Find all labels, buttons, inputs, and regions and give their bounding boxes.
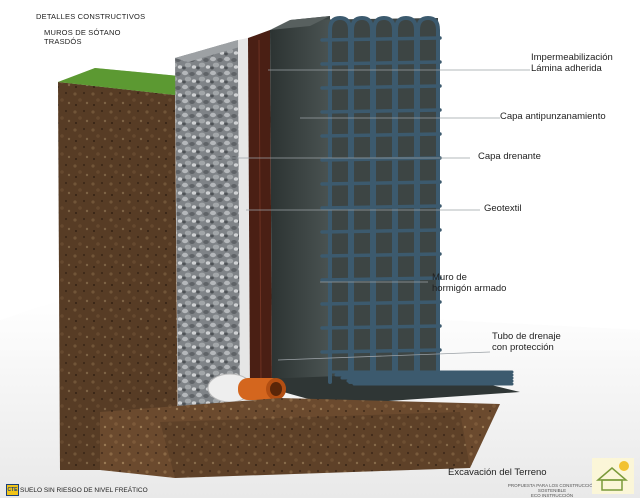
footer-credit: PROPUESTA PARA LOS CONSTRUCCIÓN SOSTENIB… [506, 483, 598, 498]
gravel-layer [175, 40, 240, 420]
rebar-horizontal-bar [320, 252, 442, 258]
drain-pipe-hole [270, 382, 282, 396]
rebar-vertical-bar [372, 15, 396, 384]
label-muro-hormigon: Muro de hormigón armado [432, 272, 506, 294]
concrete-wall-side [290, 16, 438, 385]
house-logo-icon [592, 458, 634, 494]
label-impermeabilizacion: Impermeabilización Lámina adherida [531, 52, 613, 74]
rebar-horizontal-bar [320, 300, 442, 306]
label-geotextil: Geotextil [484, 203, 522, 214]
rebar-horizontal-bar [320, 84, 442, 90]
footer-credit-line1: PROPUESTA PARA LOS CONSTRUCCIÓN SOSTENIB… [507, 483, 597, 493]
soil-block-shadow [58, 82, 178, 470]
soil-block-front [58, 82, 178, 470]
rebar-horizontal-bar [320, 60, 442, 66]
membrane-highlight [258, 39, 262, 386]
rebar-horizontal-bar [320, 108, 442, 114]
rebar-horizontal-bar [320, 180, 442, 186]
rebar-horizontal-bar [320, 204, 442, 210]
rebar-horizontal-bar [320, 348, 442, 354]
diagram-subtitle-2: TRASDÓS [44, 37, 82, 46]
rebar-vertical-bar [350, 15, 374, 384]
rebar-horizontal-bar [320, 324, 442, 330]
rebar-horizontal-bar [320, 132, 442, 138]
rebar-vertical-bar [328, 15, 352, 384]
label-leaders [215, 69, 530, 361]
rebar-cage [320, 15, 514, 386]
label-tubo-line1: Tubo de drenaje [492, 331, 561, 342]
grass-top [58, 68, 200, 95]
label-impermeabilizacion-line2: Lámina adherida [531, 63, 602, 74]
rebar-vertical-bar [416, 15, 440, 384]
geotextile-strip [238, 38, 250, 400]
footer-credit-line2: ECO INSTRUCCIÓN [530, 493, 574, 498]
label-impermeabilizacion-line1: Impermeabilización [531, 52, 613, 63]
footer-condition: SUELO SIN RIESGO DE NIVEL FREÁTICO [20, 487, 148, 494]
diagram-title: DETALLES CONSTRUCTIVOS [36, 12, 146, 21]
rebar-horizontal-bar [320, 228, 442, 234]
rebar-vertical-bar [394, 15, 418, 384]
label-capa-drenante: Capa drenante [478, 151, 541, 162]
concrete-wall-top [270, 16, 330, 30]
concrete-wall-front [270, 16, 332, 385]
cte-logo: CTE [6, 484, 19, 496]
gravel-top [175, 40, 250, 62]
label-tubo-line2: con protección [492, 342, 554, 353]
excavation-floor-front [160, 412, 470, 478]
diagram-subtitle-1: MUROS DE SÓTANO [44, 28, 121, 37]
label-muro-line2: hormigón armado [432, 283, 507, 294]
label-muro-line1: Muro de [432, 272, 467, 283]
label-antipunzonamiento: Capa antipunzanamiento [500, 111, 606, 122]
rebar-horizontal-bar [320, 36, 442, 42]
excavation-floor [100, 398, 500, 478]
label-tubo-drenaje: Tubo de drenaje con protección [492, 331, 561, 353]
label-excavacion: Excavación del Terreno [448, 467, 547, 478]
rebar-horizontal-bar [320, 276, 442, 282]
